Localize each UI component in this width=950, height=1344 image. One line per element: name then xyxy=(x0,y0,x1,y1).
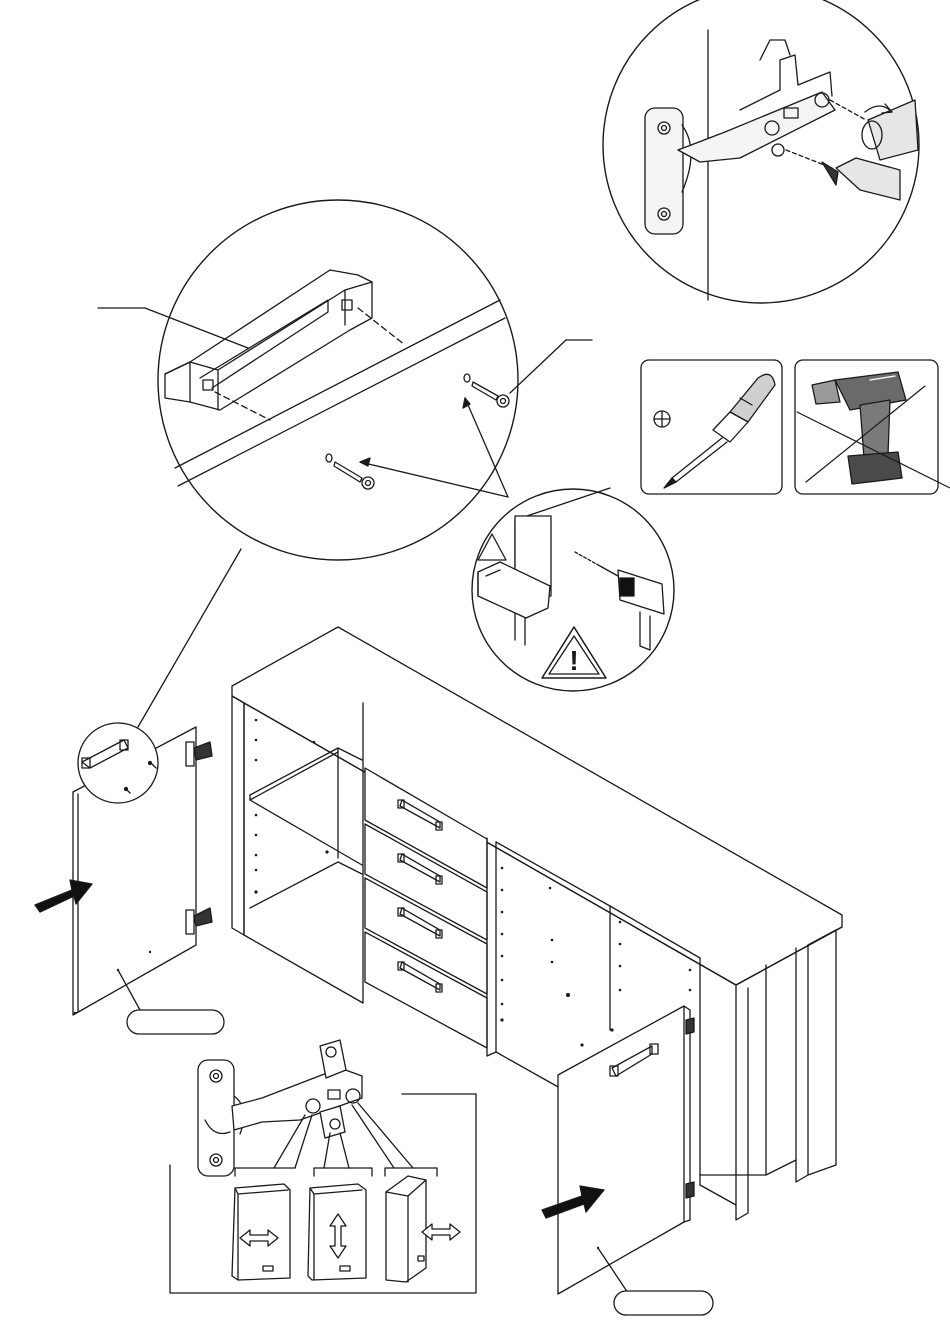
warning-triangle-icon: ! xyxy=(542,627,606,678)
screwdriver-tip-detail xyxy=(822,100,918,200)
hinge-arm xyxy=(678,40,835,162)
hinge-detail-circle xyxy=(603,0,919,303)
adjust-box-vertical xyxy=(308,1184,366,1280)
left-door-handle-detail-circle xyxy=(78,723,158,803)
cabinet-top xyxy=(232,627,842,985)
right-door-label-badge xyxy=(614,1291,713,1315)
adjust-box-horizontal xyxy=(232,1184,290,1280)
detail-leader-line xyxy=(138,549,241,727)
right-door-hinge-bottom xyxy=(686,1182,694,1198)
screw-part-leader xyxy=(510,340,592,393)
depth-adjust-arrow-icon xyxy=(422,1224,460,1240)
adjust-box-depth xyxy=(386,1176,460,1282)
drill-with-bit xyxy=(575,552,664,650)
left-door-hinge-top xyxy=(186,742,212,766)
left-door xyxy=(35,723,212,1015)
hinge-base-plate xyxy=(645,108,691,234)
cordless-drill-icon xyxy=(812,372,906,484)
handle-screw-2 xyxy=(464,374,509,407)
hinge-body-small xyxy=(232,1040,362,1138)
hinge-adjustment-detail xyxy=(170,1040,476,1293)
drill-warning-circle: ! xyxy=(472,488,674,691)
left-door-hinge-bottom xyxy=(186,908,212,934)
power-drill-tool-panel xyxy=(795,360,950,494)
phillips-screwdriver-icon xyxy=(664,374,775,488)
handle-end-cap xyxy=(478,516,551,618)
bar-handle xyxy=(165,270,372,410)
left-side-panel xyxy=(232,696,244,935)
handle-detail-circle xyxy=(158,200,518,560)
right-door xyxy=(542,1006,694,1294)
phillips-head-symbol xyxy=(654,411,670,427)
screwdriver-tool-panel xyxy=(641,360,782,494)
warning-symbol: ! xyxy=(569,645,578,676)
right-door-hinge-top xyxy=(686,1018,694,1034)
left-door-label-badge xyxy=(127,1010,224,1034)
